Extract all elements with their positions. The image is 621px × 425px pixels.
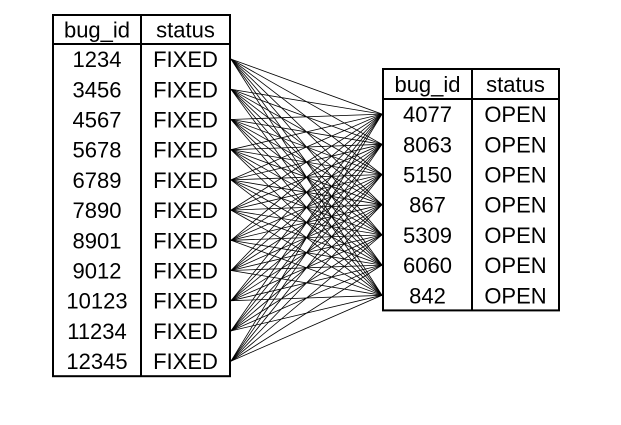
connector-line	[230, 113, 383, 362]
right-table-cell-status: OPEN	[484, 193, 546, 218]
right-table-cell-bug-id: 5150	[403, 163, 452, 188]
left-table-cell-status: FIXED	[153, 319, 218, 344]
connector-line	[230, 113, 383, 271]
connector-line	[230, 113, 383, 241]
connector-line	[230, 113, 383, 181]
right-table-header-status: status	[486, 72, 545, 97]
right-table-cell-bug-id: 4077	[403, 102, 452, 127]
right-table-header-bug-id: bug_id	[394, 72, 460, 97]
connector-line	[230, 113, 383, 151]
left-table-header-status: status	[156, 18, 215, 43]
left-table-cell-bug-id: 7890	[73, 198, 122, 223]
connector-line	[230, 294, 383, 362]
connector-lines	[230, 58, 383, 362]
connector-line	[230, 88, 383, 115]
left-table-cell-bug-id: 1234	[73, 47, 122, 72]
left-table-cell-status: FIXED	[153, 228, 218, 253]
left-table-cell-bug-id: 4567	[73, 108, 122, 133]
right-table-cell-status: OPEN	[484, 102, 546, 127]
connector-line	[230, 113, 383, 332]
left-table-cell-status: FIXED	[153, 168, 218, 193]
right-table-cell-bug-id: 6060	[403, 253, 452, 278]
connector-line	[230, 204, 383, 362]
left-table-cell-status: FIXED	[153, 289, 218, 314]
right-table-cell-bug-id: 5309	[403, 223, 452, 248]
left-table-cell-bug-id: 8901	[73, 228, 122, 253]
left-table-cell-status: FIXED	[153, 349, 218, 374]
right-table-cell-bug-id: 8063	[403, 132, 452, 157]
right-table-cell-status: OPEN	[484, 132, 546, 157]
left-table-cell-bug-id: 9012	[73, 259, 122, 284]
right-table-cell-status: OPEN	[484, 253, 546, 278]
connector-line	[230, 144, 383, 362]
left-table-cell-status: FIXED	[153, 77, 218, 102]
connector-line	[230, 264, 383, 362]
left-table-cell-status: FIXED	[153, 138, 218, 163]
left-table-cell-bug-id: 10123	[66, 289, 127, 314]
left-table-cell-bug-id: 5678	[73, 138, 122, 163]
left-table-cell-bug-id: 6789	[73, 168, 122, 193]
right-table-cell-status: OPEN	[484, 163, 546, 188]
right-table-cell-status: OPEN	[484, 223, 546, 248]
left-table-cell-status: FIXED	[153, 198, 218, 223]
connector-line	[230, 113, 383, 211]
left-table-cell-bug-id: 12345	[66, 349, 127, 374]
right-table-cell-bug-id: 867	[409, 193, 446, 218]
right-table-cell-bug-id: 842	[409, 283, 446, 308]
connector-line	[230, 174, 383, 362]
left-table-cell-bug-id: 11234	[67, 319, 127, 344]
left-table-cell-bug-id: 3456	[73, 77, 122, 102]
right-table-cell-status: OPEN	[484, 283, 546, 308]
left-table-cell-status: FIXED	[153, 108, 218, 133]
connector-line	[230, 113, 383, 301]
connector-line	[230, 234, 383, 362]
left-table-cell-status: FIXED	[153, 47, 218, 72]
left-table-cell-status: FIXED	[153, 259, 218, 284]
connector-line	[230, 58, 383, 115]
connector-line	[230, 113, 383, 120]
left-table-header-bug-id: bug_id	[64, 18, 130, 43]
